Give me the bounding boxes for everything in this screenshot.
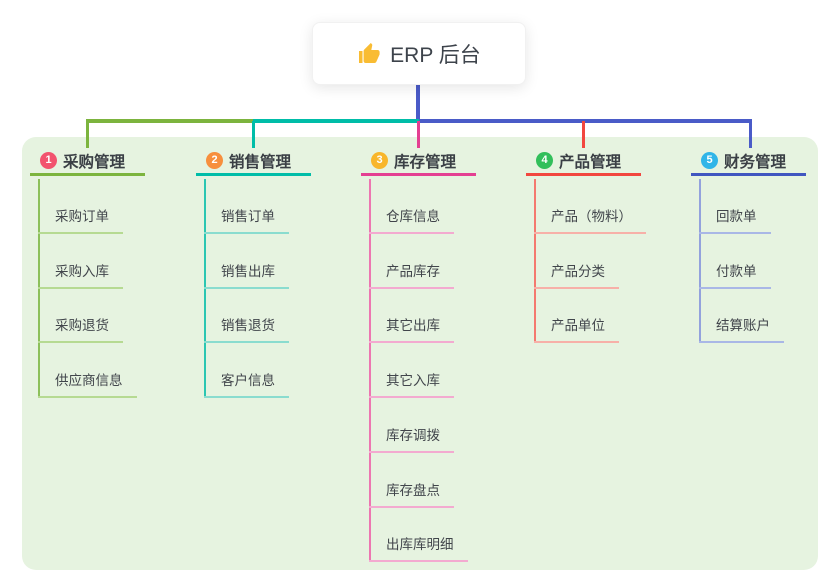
child-node[interactable]: 付款单: [699, 260, 771, 289]
child-node[interactable]: 采购退货: [38, 314, 123, 344]
child-node[interactable]: 供应商信息: [38, 369, 137, 399]
connector-drop-product: [582, 121, 585, 148]
child-node[interactable]: 产品单位: [534, 314, 619, 344]
child-node[interactable]: 销售退货: [204, 314, 289, 344]
child-node[interactable]: 采购入库: [38, 260, 123, 289]
branch-label: 销售管理: [229, 153, 292, 171]
root-title: ERP 后台: [390, 43, 481, 67]
branch-inventory: 3 库存管理 仓库信息 产品库存 其它出库 其它入库 库存调拨 库存盘点 出库库…: [361, 148, 476, 563]
root-node[interactable]: ERP 后台: [312, 22, 526, 85]
child-node[interactable]: 产品分类: [534, 260, 619, 289]
child-node[interactable]: 出库库明细: [369, 533, 468, 563]
child-node[interactable]: 库存盘点: [369, 479, 454, 508]
badge-5-icon: 5: [701, 152, 718, 169]
connector-drop-finance: [749, 121, 752, 148]
branch-finance-header[interactable]: 5 财务管理: [691, 148, 806, 176]
child-node[interactable]: 客户信息: [204, 369, 289, 399]
connector-root-drop: [416, 83, 420, 121]
child-node[interactable]: 其它入库: [369, 369, 454, 399]
branches-panel: [22, 137, 818, 570]
connector-drop-purchase: [86, 121, 89, 148]
branch-inventory-spine: [369, 179, 371, 560]
branch-sales-header[interactable]: 2 销售管理: [196, 148, 311, 176]
branch-sales: 2 销售管理 销售订单 销售出库 销售退货 客户信息: [196, 148, 311, 399]
child-node[interactable]: 产品（物料）: [534, 205, 646, 234]
child-node[interactable]: 仓库信息: [369, 205, 454, 234]
badge-1-icon: 1: [40, 152, 57, 169]
child-node[interactable]: 其它出库: [369, 314, 454, 344]
branch-purchase: 1 采购管理 采购订单 采购入库 采购退货 供应商信息: [30, 148, 145, 399]
child-node[interactable]: 库存调拨: [369, 424, 454, 453]
connector-spine-teal: [253, 119, 419, 123]
branch-label: 库存管理: [394, 153, 457, 171]
branch-product: 4 产品管理 产品（物料） 产品分类 产品单位: [526, 148, 646, 344]
child-node[interactable]: 结算账户: [699, 314, 784, 344]
child-node[interactable]: 销售出库: [204, 260, 289, 289]
child-node[interactable]: 产品库存: [369, 260, 454, 289]
connector-spine-green: [86, 119, 253, 123]
badge-2-icon: 2: [206, 152, 223, 169]
badge-3-icon: 3: [371, 152, 388, 169]
branch-product-spine: [534, 179, 536, 342]
child-node[interactable]: 回款单: [699, 205, 771, 234]
connector-drop-inventory: [417, 121, 420, 148]
branch-purchase-header[interactable]: 1 采购管理: [30, 148, 145, 176]
badge-4-icon: 4: [536, 152, 553, 169]
branch-product-header[interactable]: 4 产品管理: [526, 148, 641, 176]
branch-label: 财务管理: [724, 153, 787, 171]
connector-spine-blue: [419, 119, 752, 123]
child-node[interactable]: 销售订单: [204, 205, 289, 234]
connector-drop-sales: [252, 121, 255, 148]
branch-finance: 5 财务管理 回款单 付款单 结算账户: [691, 148, 806, 344]
branch-inventory-header[interactable]: 3 库存管理: [361, 148, 476, 176]
branch-label: 产品管理: [559, 153, 622, 171]
child-node[interactable]: 采购订单: [38, 205, 123, 234]
branch-label: 采购管理: [63, 153, 126, 171]
branch-finance-spine: [699, 179, 701, 342]
thumbs-up-icon: [359, 42, 380, 63]
